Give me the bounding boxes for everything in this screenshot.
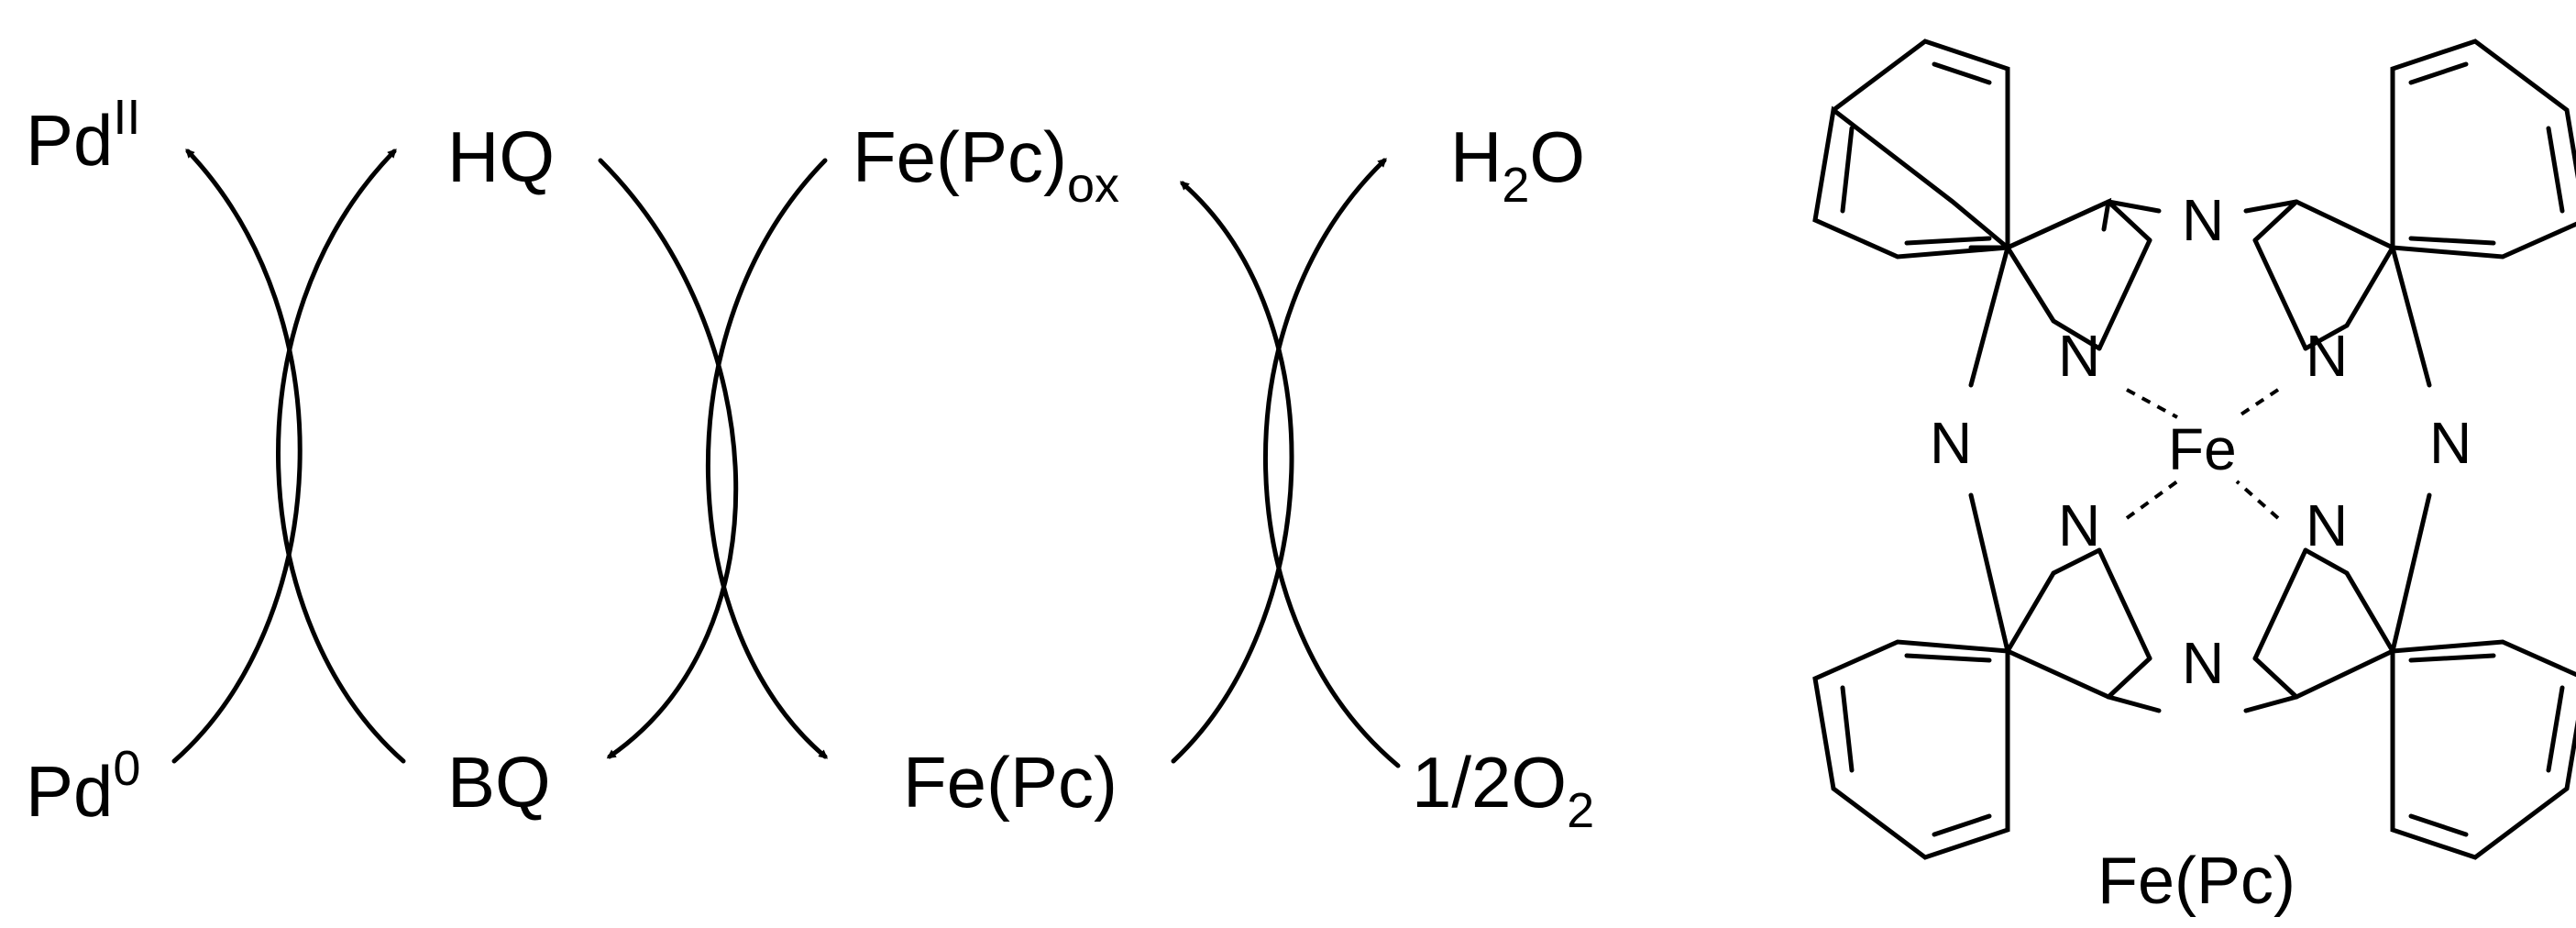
nitrogen-atom: N <box>2182 187 2224 253</box>
fe-n-bond <box>2235 480 2280 520</box>
arrow-bq-to-hq <box>276 149 406 764</box>
fe-n-bond <box>2126 388 2178 419</box>
nitrogen-atom: N <box>2306 492 2348 558</box>
nitrogen-atom: N <box>2306 323 2348 389</box>
fepc-label: Fe(Pc) <box>903 742 1117 823</box>
pd-ii-label: PdII <box>26 90 140 181</box>
iron-phthalocyanine-structure: N N N N N N N N Fe Fe(Pc) <box>1812 39 2576 918</box>
redox-scheme: PdII Pd0 HQ BQ Fe(Pc)ox Fe(Pc) H2O 1/2O2 <box>26 90 1594 838</box>
isoindole-unit <box>1812 39 2152 351</box>
arrow-fepc-to-fepcox <box>1171 181 1294 764</box>
fepc-ox-label: Fe(Pc)ox <box>853 116 1119 213</box>
arrow-pd0-to-pdii <box>171 149 303 764</box>
hq-label: HQ <box>447 116 555 197</box>
bq-label: BQ <box>447 742 551 823</box>
structure-caption: Fe(Pc) <box>2097 845 2295 918</box>
o2-label: 1/2O2 <box>1412 742 1594 838</box>
fe-n-bond <box>2235 388 2280 419</box>
arrow-hq-to-bq <box>598 158 739 759</box>
nitrogen-atom: N <box>2058 492 2100 558</box>
nitrogen-atom: N <box>2429 410 2471 476</box>
arrow-o2-to-h2o <box>1262 158 1401 768</box>
arrow-fepcox-to-fepc <box>705 158 829 759</box>
iron-center-atom: Fe <box>2168 416 2237 482</box>
nitrogen-atom: N <box>2058 323 2100 389</box>
h2o-label: H2O <box>1450 116 1585 213</box>
isoindole-unit <box>2252 547 2576 860</box>
isoindole-unit <box>2252 39 2576 351</box>
pd-0-label: Pd0 <box>26 741 140 832</box>
nitrogen-atom: N <box>1930 410 1972 476</box>
fe-n-bond <box>2125 480 2179 520</box>
isoindole-unit <box>1812 547 2152 860</box>
nitrogen-atom: N <box>2182 630 2224 696</box>
aza-bridges <box>1968 199 2432 713</box>
